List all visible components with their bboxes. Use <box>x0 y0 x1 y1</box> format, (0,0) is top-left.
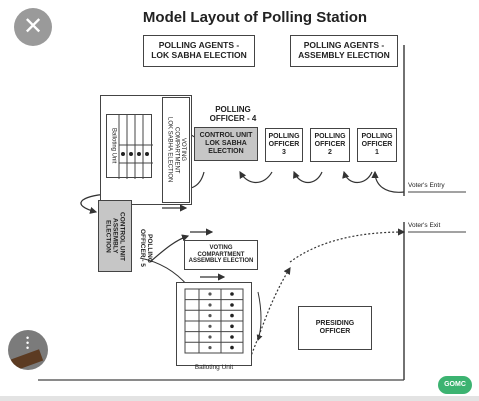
bottom-bar <box>0 396 479 401</box>
polling-officer-4-label: POLLING OFFICER - 4 <box>209 105 257 124</box>
voting-compartment-assembly: VOTING COMPARTMENT ASSEMBLY ELECTION <box>184 240 258 270</box>
diagram-title: Model Layout of Polling Station <box>142 9 368 26</box>
balloting-unit-top <box>106 114 153 179</box>
control-unit-assembly: CONTROL UNIT ASSEMBLY ELECTION <box>98 200 132 272</box>
arrow-po3-cu <box>239 170 273 184</box>
uploader-avatar[interactable]: ••• <box>8 330 48 370</box>
polling-officer-5-label: POLLING OFFICER - 5 <box>139 229 154 267</box>
exit-path-2 <box>289 228 406 263</box>
polling-officer-3: POLLING OFFICER 3 <box>265 128 303 162</box>
entry-arrow <box>371 170 405 193</box>
arrow-to-exit-route <box>256 291 263 341</box>
arrow-to-assembly-compartment <box>149 234 190 263</box>
polling-agents-lok-sabha: POLLING AGENTS - LOK SABHA ELECTION <box>143 35 255 67</box>
balloting-unit-bottom-grid <box>184 288 244 354</box>
close-button[interactable]: ✕ <box>14 8 52 46</box>
voters-exit-label: Voter's Exit <box>408 222 441 229</box>
polling-agents-assembly: POLLING AGENTS - ASSEMBLY ELECTION <box>290 35 398 67</box>
close-icon: ✕ <box>22 13 44 40</box>
arrow-po1-po2 <box>342 170 373 184</box>
balloting-unit-top-grid <box>118 115 153 179</box>
balloting-unit-top-label: Balloting Unit <box>110 128 117 164</box>
balloting-unit-bottom <box>176 282 252 366</box>
control-unit-lok-sabha: CONTROL UNIT LOK SABHA ELECTION <box>194 127 258 161</box>
arrow-po2-po3 <box>293 170 323 184</box>
polling-officer-2: POLLING OFFICER 2 <box>310 128 350 162</box>
balloting-unit-bottom-label: Balloting Unit <box>194 364 234 371</box>
voting-compartment-lok-sabha: VOTING COMPARTMENT LOK SABHA ELECTION <box>162 97 190 203</box>
presiding-officer: PRESIDING OFFICER <box>298 306 372 350</box>
voters-entry-label: Voter's Entry <box>408 182 445 189</box>
polling-officer-1: POLLING OFFICER 1 <box>357 128 397 162</box>
exit-path-1 <box>249 266 291 359</box>
watermark-logo: GOMC <box>438 376 472 394</box>
